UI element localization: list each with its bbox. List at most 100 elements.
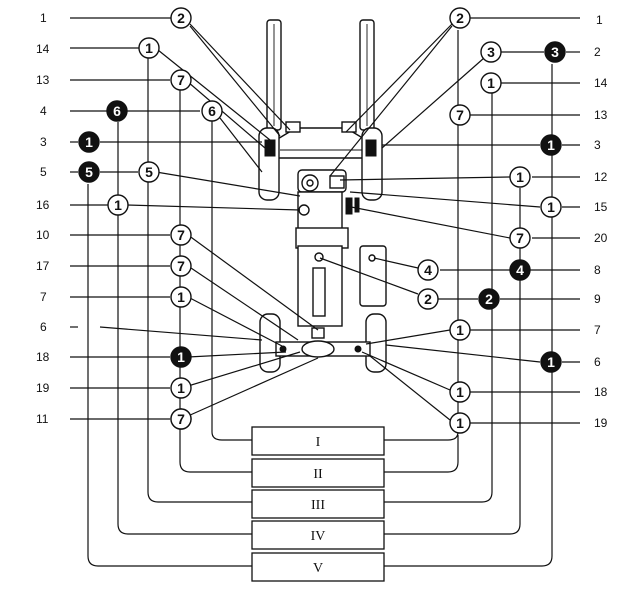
callout-number: 5 — [145, 164, 153, 180]
callout-number: 3 — [551, 44, 559, 60]
callout-number: 1 — [516, 169, 524, 185]
callout-number: 1 — [487, 75, 495, 91]
callout-circle-filled: 3 — [544, 41, 566, 63]
callout-circle: 7 — [449, 104, 471, 126]
callout-circle: 7 — [170, 408, 192, 430]
callout-circle: 1 — [170, 377, 192, 399]
legend-box-label: II — [313, 467, 323, 482]
callout-number: 3 — [487, 44, 495, 60]
callout-circle: 1 — [138, 37, 160, 59]
callout-number: 1 — [177, 380, 185, 396]
right-label: 19 — [594, 416, 608, 430]
legend-box-label: IV — [311, 529, 326, 544]
left-label: 10 — [36, 228, 50, 242]
right-label: 6 — [594, 355, 601, 369]
callout-circle: 1 — [449, 381, 471, 403]
callout-circle: 1 — [449, 319, 471, 341]
callout-number: 4 — [516, 262, 524, 278]
left-label: 3 — [40, 135, 47, 149]
callout-circle-filled: 1 — [78, 131, 100, 153]
callout-number: 7 — [177, 227, 185, 243]
right-label: 15 — [594, 200, 608, 214]
left-label: 6 — [40, 320, 47, 334]
callout-number: 1 — [177, 289, 185, 305]
callout-number: 7 — [456, 107, 464, 123]
callout-circle: 7 — [509, 227, 531, 249]
left-label: 11 — [36, 412, 49, 426]
callout-number: 7 — [177, 411, 185, 427]
callout-circle: 7 — [170, 224, 192, 246]
callout-circle: 1 — [509, 166, 531, 188]
callout-circle: 1 — [107, 194, 129, 216]
callout-circle: 7 — [170, 255, 192, 277]
callout-number: 1 — [145, 40, 153, 56]
callout-number: 7 — [516, 230, 524, 246]
callout-number: 1 — [456, 415, 464, 431]
left-label: 4 — [40, 104, 47, 118]
callout-circle-filled: 2 — [478, 288, 500, 310]
left-label: 18 — [36, 350, 50, 364]
callout-number: 7 — [177, 72, 185, 88]
callout-number: 1 — [547, 354, 555, 370]
callout-circle: 7 — [170, 69, 192, 91]
callout-circle: 2 — [449, 7, 471, 29]
callout-circle: 2 — [417, 288, 439, 310]
callout-number: 1 — [114, 197, 122, 213]
callout-number: 2 — [485, 291, 493, 307]
callout-number: 6 — [208, 103, 216, 119]
right-label: 14 — [594, 76, 608, 90]
callout-circle: 5 — [138, 161, 160, 183]
right-labels: 1 2 14 13 3 12 15 20 8 9 7 6 18 19 — [594, 13, 608, 430]
callout-circle: 2 — [170, 7, 192, 29]
legend-box-2 — [251, 458, 385, 488]
callout-circle-filled: 5 — [78, 161, 100, 183]
callout-number: 1 — [456, 384, 464, 400]
right-label: 13 — [594, 108, 608, 122]
right-label: 9 — [594, 292, 601, 306]
callout-circle: 1 — [540, 196, 562, 218]
legend-box-5 — [251, 552, 385, 582]
chassis-drawing — [258, 19, 387, 373]
legend-box-label: III — [311, 498, 325, 513]
callout-number: 6 — [113, 103, 121, 119]
right-label: 2 — [594, 45, 601, 59]
callout-circle: 3 — [480, 41, 502, 63]
legend-box-label: V — [313, 561, 323, 576]
callout-number: 5 — [85, 164, 93, 180]
legend-box-label: I — [316, 435, 321, 450]
callout-circle-filled: 1 — [540, 134, 562, 156]
callout-circle-filled: 1 — [170, 346, 192, 368]
callout-number: 4 — [424, 262, 432, 278]
left-label: 1 — [40, 11, 47, 25]
callout-number: 2 — [177, 10, 185, 26]
right-label: 1 — [596, 13, 603, 27]
callout-circle-filled: 6 — [106, 100, 128, 122]
callout-number: 1 — [547, 137, 555, 153]
callout-number: 2 — [424, 291, 432, 307]
callout-number: 1 — [456, 322, 464, 338]
legend-boxes: I II III IV V — [251, 426, 385, 582]
left-label: 14 — [36, 42, 50, 56]
callout-number: 2 — [456, 10, 464, 26]
legend-box-3 — [251, 489, 385, 519]
right-label: 8 — [594, 263, 601, 277]
right-label: 12 — [594, 170, 608, 184]
callout-circle: 1 — [170, 286, 192, 308]
callout-circle-filled: 1 — [540, 351, 562, 373]
left-label: 16 — [36, 198, 50, 212]
callout-number: 7 — [177, 258, 185, 274]
callout-circles: 221337166711551117774422111111117 — [78, 7, 566, 434]
left-label: 7 — [40, 290, 47, 304]
left-label: 13 — [36, 73, 50, 87]
callout-number: 1 — [85, 134, 93, 150]
callout-circle: 4 — [417, 259, 439, 281]
callout-circle: 1 — [480, 72, 502, 94]
legend-box-1 — [251, 426, 385, 456]
callout-circle: 6 — [201, 100, 223, 122]
right-label: 7 — [594, 323, 601, 337]
right-label: 20 — [594, 231, 608, 245]
left-label: 17 — [36, 259, 50, 273]
left-label: 5 — [40, 165, 47, 179]
right-label: 18 — [594, 385, 608, 399]
